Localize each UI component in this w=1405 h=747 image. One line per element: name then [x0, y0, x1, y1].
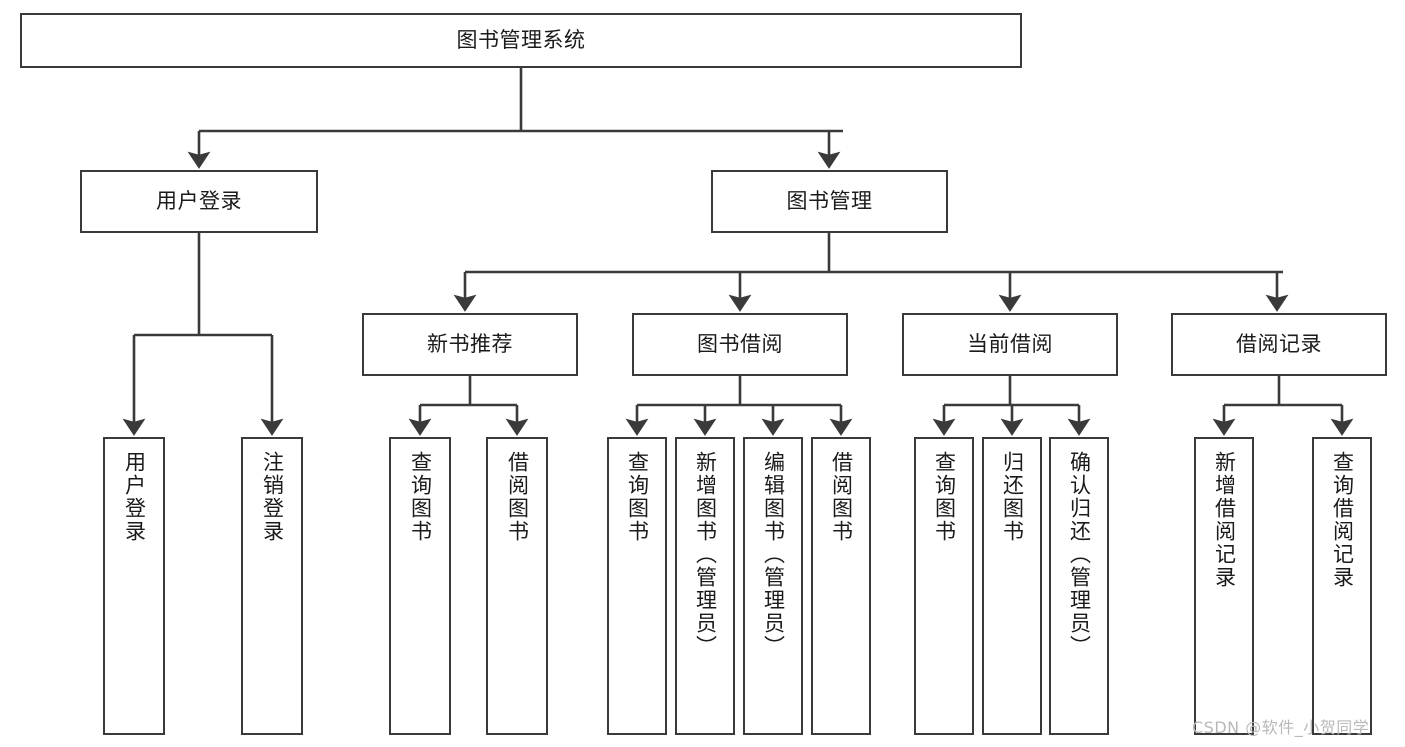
node-leaf-logout-label: 注销登录 [260, 451, 285, 543]
edge-newbook-to-leaves [408, 376, 529, 436]
node-leaf-query-book-2[interactable]: 查询图书 [607, 437, 667, 735]
node-book-borrow-label: 图书借阅 [697, 332, 783, 357]
node-current-borrow-label: 当前借阅 [967, 332, 1053, 357]
node-root-label: 图书管理系统 [456, 28, 586, 53]
node-leaf-query-book-3-label: 查询图书 [932, 451, 957, 543]
node-new-book-recommend[interactable]: 新书推荐 [362, 313, 578, 376]
edge-userlogin-to-leaves [122, 233, 284, 436]
node-leaf-return-book[interactable]: 归还图书 [982, 437, 1042, 735]
edge-root-to-level1 [187, 68, 843, 169]
node-leaf-query-record[interactable]: 查询借阅记录 [1312, 437, 1372, 735]
edge-bookmanage-to-level2 [453, 233, 1289, 312]
edge-bookborrow-to-leaves [625, 376, 853, 436]
node-leaf-add-record[interactable]: 新增借阅记录 [1194, 437, 1254, 735]
node-leaf-borrow-book-2-label: 借阅图书 [829, 451, 854, 543]
node-leaf-add-book-label: 新增图书（管理员） [693, 451, 718, 658]
edge-currentborrow-to-leaves [932, 376, 1091, 436]
node-new-book-recommend-label: 新书推荐 [427, 332, 513, 357]
node-leaf-confirm-return-label: 确认归还（管理员） [1067, 451, 1092, 658]
node-leaf-edit-book[interactable]: 编辑图书（管理员） [743, 437, 803, 735]
node-root[interactable]: 图书管理系统 [20, 13, 1022, 68]
node-leaf-borrow-book-2[interactable]: 借阅图书 [811, 437, 871, 735]
node-borrow-record-label: 借阅记录 [1236, 332, 1322, 357]
node-book-manage-label: 图书管理 [786, 189, 873, 214]
node-leaf-return-book-label: 归还图书 [1000, 451, 1025, 543]
node-leaf-add-book[interactable]: 新增图书（管理员） [675, 437, 735, 735]
node-leaf-user-login[interactable]: 用户登录 [103, 437, 165, 735]
node-borrow-record[interactable]: 借阅记录 [1171, 313, 1387, 376]
node-leaf-add-record-label: 新增借阅记录 [1212, 451, 1237, 589]
node-leaf-query-book-3[interactable]: 查询图书 [914, 437, 974, 735]
node-leaf-confirm-return[interactable]: 确认归还（管理员） [1049, 437, 1109, 735]
node-leaf-borrow-book-1[interactable]: 借阅图书 [486, 437, 548, 735]
node-leaf-edit-book-label: 编辑图书（管理员） [761, 451, 786, 658]
csdn-watermark: CSDN @软件_小贺同学 [1192, 718, 1370, 737]
node-current-borrow[interactable]: 当前借阅 [902, 313, 1118, 376]
node-book-borrow[interactable]: 图书借阅 [632, 313, 848, 376]
node-leaf-logout[interactable]: 注销登录 [241, 437, 303, 735]
node-leaf-query-record-label: 查询借阅记录 [1330, 451, 1355, 589]
node-leaf-query-book-1-label: 查询图书 [408, 451, 433, 543]
node-user-login[interactable]: 用户登录 [80, 170, 318, 233]
node-book-manage[interactable]: 图书管理 [711, 170, 948, 233]
node-leaf-query-book-2-label: 查询图书 [625, 451, 650, 543]
node-user-login-label: 用户登录 [156, 189, 242, 214]
node-leaf-query-book-1[interactable]: 查询图书 [389, 437, 451, 735]
node-leaf-borrow-book-1-label: 借阅图书 [505, 451, 530, 543]
node-leaf-user-login-label: 用户登录 [122, 451, 147, 543]
edge-borrowrecord-to-leaves [1212, 376, 1354, 436]
